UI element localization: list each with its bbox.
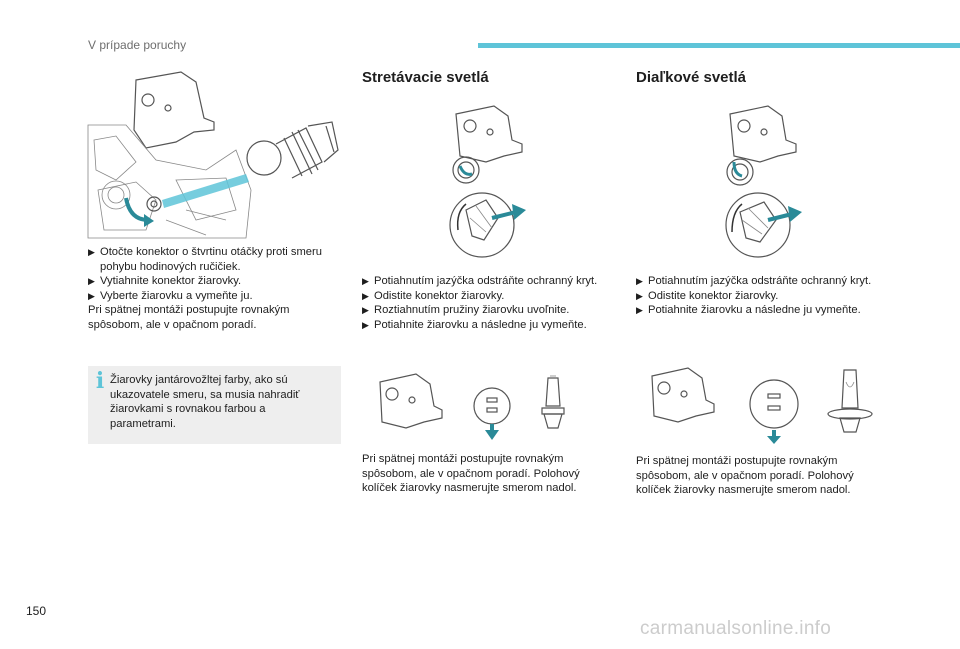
- high-beam-heading: Diaľkové svetlá: [636, 69, 747, 86]
- arrow-bullet-icon: ▶: [88, 290, 95, 301]
- high-beam-instructions: ▶Potiahnutím jazýčka odstráňte ochranný …: [636, 274, 896, 318]
- list-item: ▶Vyberte žiarovku a vymeňte ju.: [88, 289, 253, 302]
- info-box: i Žiarovky jantárovožltej farby, ako sú …: [88, 366, 341, 444]
- list-item: ▶Otočte konektor o štvrtinu otáčky proti…: [88, 246, 322, 273]
- high-beam-refit-illustration: [651, 367, 873, 444]
- list-item: ▶Potiahnutím jazýčka odstráňte ochranný …: [636, 275, 872, 287]
- low-beam-instructions: ▶Potiahnutím jazýčka odstráňte ochranný …: [362, 274, 616, 332]
- arrow-bullet-icon: ▶: [362, 276, 369, 286]
- page-number: 150: [26, 604, 47, 618]
- header-accent-bar: [478, 43, 960, 48]
- info-icon: i: [95, 368, 105, 394]
- info-text: Žiarovky jantárovožltej farby, ako sú uk…: [110, 374, 300, 430]
- arrow-bullet-icon: ▶: [636, 305, 643, 316]
- low-beam-note: Pri spätnej montáži postupujte rovnakým …: [362, 453, 580, 495]
- high-beam-removal-illustration: [725, 105, 802, 258]
- low-beam-refit-illustration: [379, 373, 565, 440]
- arrow-bullet-icon: ▶: [88, 247, 95, 257]
- reassembly-note: Pri spätnej montáži postupujte rovnakým …: [88, 304, 290, 331]
- low-beam-heading: Stretávacie svetlá: [362, 69, 489, 86]
- list-item: ▶Potiahnite žiarovku a následne ju vymeň…: [362, 318, 587, 331]
- headlamp-rear-illustration: [87, 71, 339, 239]
- watermark: carmanualsonline.info: [640, 618, 832, 639]
- high-beam-note: Pri spätnej montáži postupujte rovnakým …: [636, 455, 854, 497]
- arrow-bullet-icon: ▶: [362, 290, 369, 301]
- section-title: V prípade poruchy: [88, 38, 187, 52]
- list-item: ▶Roztiahnutím pružiny žiarovku uvoľnite.: [362, 304, 570, 317]
- arrow-bullet-icon: ▶: [636, 290, 643, 301]
- arrow-bullet-icon: ▶: [636, 276, 643, 286]
- list-item: ▶Vytiahnite konektor žiarovky.: [88, 275, 242, 288]
- left-instructions: ▶Otočte konektor o štvrtinu otáčky proti…: [88, 245, 340, 333]
- list-item: ▶Odistite konektor žiarovky.: [362, 289, 505, 302]
- list-item: ▶Potiahnite žiarovku a následne ju vymeň…: [636, 304, 861, 317]
- low-beam-removal-illustration: [449, 105, 526, 258]
- arrow-bullet-icon: ▶: [362, 319, 369, 330]
- list-item: ▶Odistite konektor žiarovky.: [636, 289, 779, 302]
- arrow-bullet-icon: ▶: [88, 276, 95, 287]
- arrow-bullet-icon: ▶: [362, 305, 369, 316]
- list-item: ▶Potiahnutím jazýčka odstráňte ochranný …: [362, 275, 598, 287]
